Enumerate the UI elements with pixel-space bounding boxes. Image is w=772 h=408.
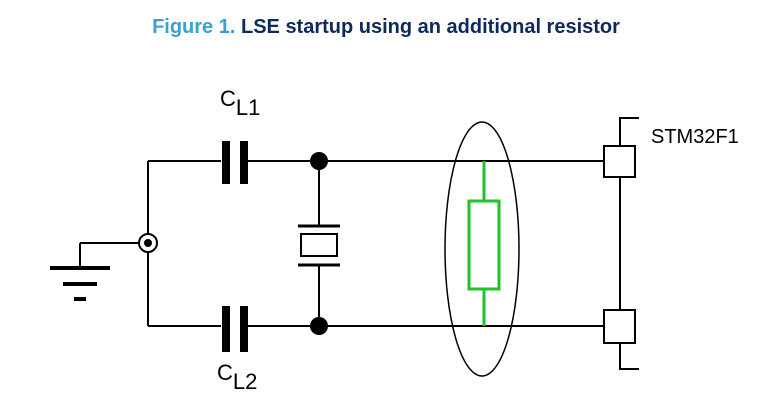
capacitor-cl1 bbox=[222, 141, 230, 184]
chip-pin-osc-out bbox=[603, 309, 636, 344]
figure-title: LSE startup using an additional resistor bbox=[240, 16, 620, 38]
figure-number: Figure 1. bbox=[152, 16, 236, 38]
chip-label: STM32F1 bbox=[651, 126, 739, 148]
highlight-ellipse bbox=[444, 121, 520, 377]
capacitor-cl2 bbox=[222, 306, 230, 352]
stm32-chip-outline bbox=[619, 117, 639, 370]
figure-caption: Figure 1. LSE startup using an additiona… bbox=[0, 16, 772, 39]
ground-junction-node bbox=[138, 233, 158, 253]
cl2-label: CL2 bbox=[217, 360, 257, 394]
cl1-label: CL1 bbox=[220, 86, 260, 120]
crystal-oscillator bbox=[298, 161, 340, 326]
additional-resistor bbox=[467, 161, 501, 326]
chip-pin-osc-in bbox=[603, 145, 636, 178]
capacitor-cl2-plate bbox=[240, 306, 248, 352]
capacitor-cl1-plate bbox=[240, 141, 248, 184]
ground-symbol bbox=[50, 242, 148, 301]
